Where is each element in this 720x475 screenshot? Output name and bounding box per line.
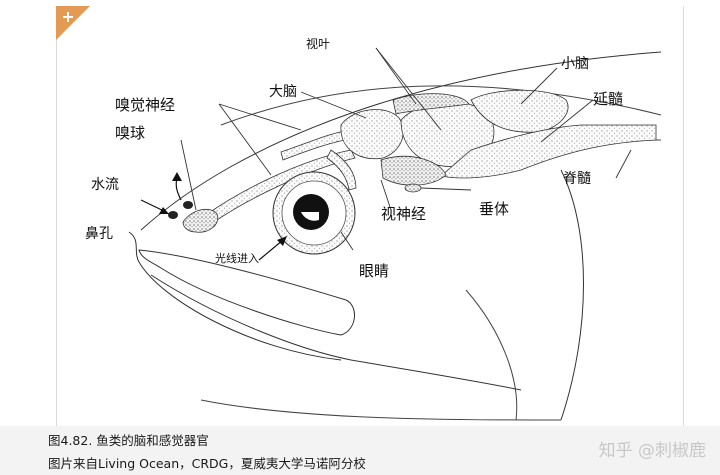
figure-source: 图片来自Living Ocean，CRDG，夏威夷大学马诺阿分校	[48, 456, 366, 471]
label-light-enters: 光线进入	[215, 251, 259, 265]
label-optic-lobe: 视叶	[306, 36, 330, 51]
label-olfactory-bulb: 嗅球	[115, 124, 145, 142]
water-flow-arrow-out	[175, 177, 182, 201]
label-eye: 眼睛	[359, 262, 389, 280]
telencephalon	[340, 109, 404, 160]
cheek-line	[465, 289, 518, 421]
label-pituitary: 垂体	[479, 200, 509, 218]
fish-outline	[140, 51, 662, 231]
watermark: 知乎 @刺椒鹿	[598, 441, 706, 461]
nostril-a	[168, 211, 178, 219]
lower-jaw	[150, 274, 522, 391]
caption-bar: 图4.82. 鱼类的脑和感觉器官 图片来自Living Ocean，CRDG，夏…	[0, 426, 720, 475]
label-medulla: 延髓	[593, 90, 623, 108]
label-olfactory-nerve: 嗅觉神经	[115, 96, 175, 114]
pupil-highlight	[301, 212, 319, 221]
nostril-b	[183, 201, 193, 209]
gill-line	[560, 169, 584, 421]
optic-nerve	[326, 149, 357, 191]
throat-line	[200, 399, 562, 421]
plus-icon[interactable]	[56, 6, 90, 40]
olfactory-bulb	[182, 208, 219, 233]
label-water-flow: 水流	[91, 177, 119, 193]
fish-back-line	[220, 85, 662, 126]
figure-caption: 图4.82. 鱼类的脑和感觉器官	[48, 433, 209, 448]
fish-brain-diagram: 视叶 小脑 大脑 延髓 嗅觉神经 嗅球 脊髓 水流 鼻孔 视神经 垂体 光线进入…	[85, 36, 662, 421]
label-cerebellum: 小脑	[561, 56, 589, 72]
medulla	[440, 124, 657, 179]
label-cerebrum: 大脑	[269, 84, 297, 100]
olfactory-tract	[205, 149, 356, 223]
label-optic-nerve: 视神经	[381, 205, 426, 223]
cerebellum	[470, 89, 569, 133]
hypothalamus	[380, 155, 447, 186]
snout	[128, 231, 342, 361]
light-arrow	[258, 239, 284, 261]
label-spinal-cord: 脊髓	[563, 171, 591, 187]
pituitary	[404, 183, 422, 193]
diagram-frame: 视叶 小脑 大脑 延髓 嗅觉神经 嗅球 脊髓 水流 鼻孔 视神经 垂体 光线进入…	[56, 6, 684, 426]
label-nostril: 鼻孔	[85, 225, 113, 242]
upper-jaw	[138, 249, 355, 336]
